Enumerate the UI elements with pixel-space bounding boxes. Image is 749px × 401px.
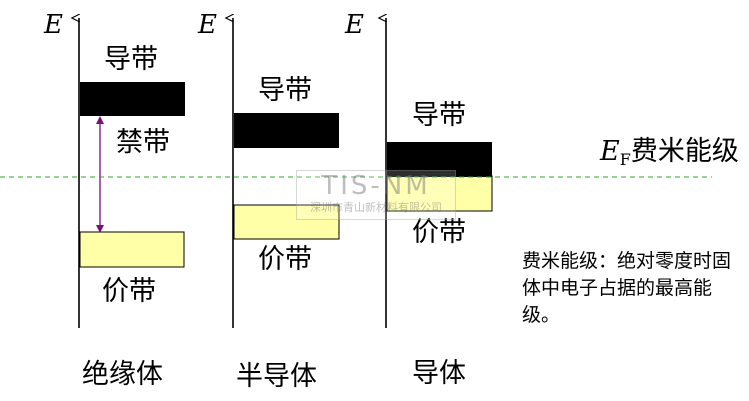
- valence-band-semiconductor: [233, 204, 340, 240]
- energy-axis-label-1: E: [44, 10, 63, 40]
- watermark-title: TIS-NM: [321, 171, 431, 201]
- conduction-band-insulator: [80, 82, 185, 116]
- conduction-band-conductor: [387, 142, 492, 177]
- valence-band-conductor: [386, 175, 493, 212]
- valence-band-label-semiconductor: 价带: [258, 244, 312, 275]
- conduction-band-semiconductor: [234, 113, 339, 148]
- material-label-insulator: 绝缘体: [82, 359, 163, 390]
- band-gap-label: 禁带: [116, 127, 170, 158]
- valence-band-label-insulator: 价带: [102, 276, 156, 307]
- valence-band-label-conductor: 价带: [412, 217, 466, 248]
- energy-axis-label-2: E: [198, 10, 217, 40]
- watermark-subtitle: 深圳市青山新材料有限公司: [310, 201, 442, 214]
- watermark: TIS-NM 深圳市青山新材料有限公司: [296, 170, 456, 220]
- conduction-band-label-insulator: 导带: [104, 44, 158, 75]
- fermi-text: 费米能级: [630, 136, 739, 167]
- material-label-semiconductor: 半导体: [236, 361, 317, 392]
- material-label-conductor: 导体: [412, 358, 466, 389]
- conduction-band-label-semiconductor: 导带: [258, 75, 312, 106]
- fermi-subscript: F: [619, 150, 631, 169]
- fermi-level-definition: 费米能级：绝对零度时固体中电子占据的最高能级。: [522, 250, 732, 326]
- fermi-level-label: EF费米能级: [600, 138, 739, 168]
- conduction-band-label-conductor: 导带: [412, 100, 466, 131]
- energy-axis-label-3: E: [345, 10, 364, 40]
- valence-band-insulator: [79, 231, 185, 268]
- fermi-symbol: E: [600, 136, 620, 167]
